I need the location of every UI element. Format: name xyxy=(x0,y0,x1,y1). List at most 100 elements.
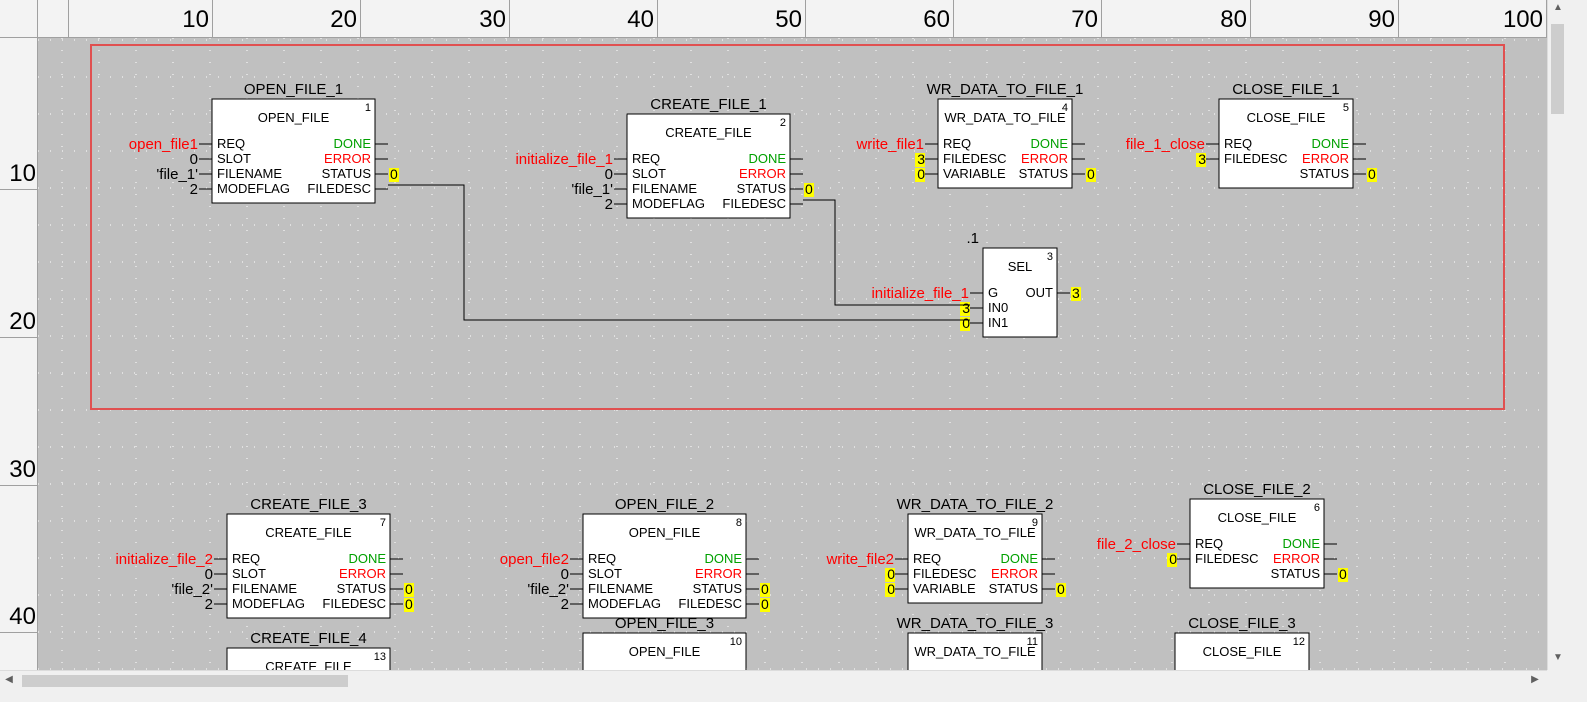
function-block[interactable] xyxy=(1174,632,1310,670)
value-label: 0 xyxy=(1339,566,1347,582)
value-highlight xyxy=(885,583,895,597)
input-value: initialize_file_2 xyxy=(115,551,213,568)
function-block[interactable] xyxy=(1189,498,1325,589)
block-type: SEL xyxy=(1008,259,1033,274)
output-pin-label: STATUS xyxy=(1019,166,1069,181)
output-pin-label: ERROR xyxy=(339,566,386,581)
function-block[interactable] xyxy=(226,513,391,619)
function-block[interactable] xyxy=(907,632,1043,670)
output-pin-label: DONE xyxy=(1282,536,1320,551)
column-label: 40 xyxy=(627,6,654,33)
value-label: 0 xyxy=(887,566,895,582)
value-highlight xyxy=(1367,168,1377,182)
function-block[interactable] xyxy=(582,513,747,619)
input-pin-label: SLOT xyxy=(632,166,666,181)
scroll-down-icon[interactable]: ▼ xyxy=(1553,652,1563,663)
block-number: 6 xyxy=(1314,502,1320,514)
output-pin-label: STATUS xyxy=(737,181,787,196)
output-pin-label: DONE xyxy=(1311,136,1349,151)
function-block[interactable] xyxy=(982,247,1058,338)
value-label: 3 xyxy=(917,151,925,167)
column-label: 50 xyxy=(775,6,802,33)
vertical-scrollbar[interactable]: ▲ ▼ xyxy=(1547,0,1567,670)
input-pin-label: SLOT xyxy=(217,151,251,166)
function-block[interactable] xyxy=(626,113,791,219)
vertical-scroll-thumb[interactable] xyxy=(1551,24,1564,114)
scroll-left-icon[interactable]: ◀ xyxy=(5,674,13,685)
column-tick xyxy=(68,0,69,38)
input-value: 2 xyxy=(190,181,198,198)
output-pin-label: STATUS xyxy=(1300,166,1350,181)
output-pin-label: FILEDESC xyxy=(722,196,786,211)
column-tick xyxy=(1250,0,1251,38)
value-highlight xyxy=(1056,583,1066,597)
function-block[interactable] xyxy=(211,98,376,204)
block-type: WR_DATA_TO_FILE xyxy=(914,644,1036,659)
column-tick xyxy=(953,0,954,38)
input-pin-label: MODEFLAG xyxy=(632,196,705,211)
row-label: 10 xyxy=(9,160,36,187)
input-pin-label: REQ xyxy=(943,136,971,151)
column-tick xyxy=(805,0,806,38)
input-pin-label: MODEFLAG xyxy=(232,596,305,611)
column-tick xyxy=(1101,0,1102,38)
input-value: open_file1 xyxy=(129,136,198,153)
value-highlight xyxy=(804,183,814,197)
input-value: file_1_close xyxy=(1126,136,1205,153)
output-pin-label: ERROR xyxy=(739,166,786,181)
function-block[interactable] xyxy=(226,647,391,670)
value-highlight xyxy=(1338,568,1348,582)
row-label: 20 xyxy=(9,308,36,335)
block-type: CREATE_FILE xyxy=(265,659,352,670)
value-label: 0 xyxy=(761,596,769,612)
input-pin-label: SLOT xyxy=(232,566,266,581)
block-type: CLOSE_FILE xyxy=(1218,510,1297,525)
function-block[interactable] xyxy=(937,98,1073,189)
value-label: 0 xyxy=(917,166,925,182)
block-number: 1 xyxy=(365,102,371,114)
input-value: 0 xyxy=(205,566,213,583)
column-label: 70 xyxy=(1071,6,1098,33)
block-instance-name: CLOSE_FILE_2 xyxy=(1203,481,1311,498)
scroll-right-icon[interactable]: ▶ xyxy=(1531,674,1539,685)
block-instance-name: WR_DATA_TO_FILE_3 xyxy=(897,615,1054,632)
value-highlight xyxy=(960,317,970,331)
scroll-up-icon[interactable]: ▲ xyxy=(1553,2,1563,13)
input-value: 'file_2' xyxy=(527,581,569,598)
value-label: 0 xyxy=(390,166,398,182)
function-block[interactable] xyxy=(907,513,1043,604)
function-block[interactable] xyxy=(582,632,747,670)
horizontal-scrollbar[interactable]: ◀ ▶ xyxy=(0,670,1567,690)
input-value: write_file1 xyxy=(855,136,924,153)
value-label: 0 xyxy=(405,581,413,597)
block-instance-name: CREATE_FILE_4 xyxy=(250,630,366,647)
output-pin-label: FILEDESC xyxy=(678,596,742,611)
output-pin-label: ERROR xyxy=(1021,151,1068,166)
input-pin-label: FILENAME xyxy=(632,181,697,196)
input-pin-label: VARIABLE xyxy=(943,166,1006,181)
input-pin-label: G xyxy=(988,285,998,300)
block-instance-name: CREATE_FILE_1 xyxy=(650,96,766,113)
output-pin-label: DONE xyxy=(348,551,386,566)
block-instance-name: CREATE_FILE_3 xyxy=(250,496,366,513)
value-label: 0 xyxy=(1057,581,1065,597)
horizontal-scroll-thumb[interactable] xyxy=(22,675,348,687)
value-label: 3 xyxy=(962,300,970,316)
input-value: 'file_1' xyxy=(571,181,613,198)
value-highlight xyxy=(885,568,895,582)
value-highlight xyxy=(1086,168,1096,182)
column-label: 10 xyxy=(182,6,209,33)
input-pin-label: MODEFLAG xyxy=(217,181,290,196)
output-pin-label: STATUS xyxy=(989,581,1039,596)
block-type: CREATE_FILE xyxy=(665,125,752,140)
input-pin-label: FILENAME xyxy=(217,166,282,181)
block-number: 4 xyxy=(1062,102,1068,114)
column-tick xyxy=(509,0,510,38)
value-label: 3 xyxy=(1198,151,1206,167)
window-edge xyxy=(1567,0,1587,702)
column-tick xyxy=(1546,0,1547,38)
size-grip xyxy=(1547,670,1567,690)
